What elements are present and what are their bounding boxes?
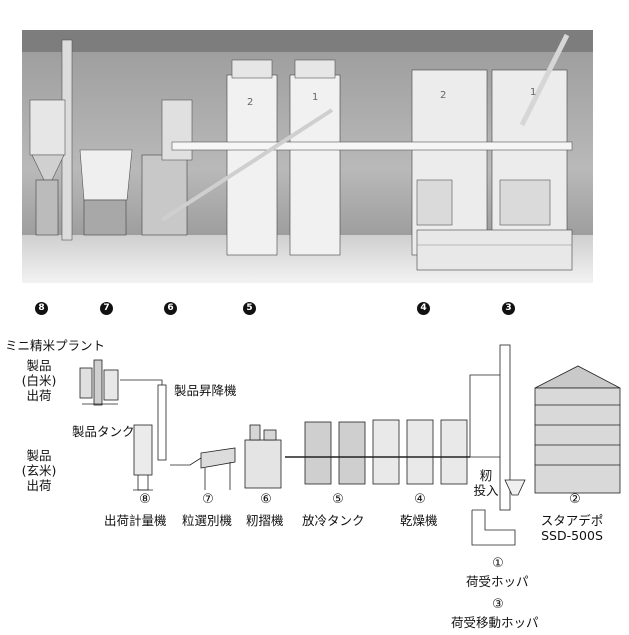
diagram-receiving-hopper xyxy=(471,509,516,546)
photo-marker-6: 6 xyxy=(164,302,177,315)
num-6: ⑥ xyxy=(260,492,272,507)
label-product-white-l3: 出荷 xyxy=(26,388,52,403)
num-1: ① xyxy=(492,556,504,571)
label-product-tank: 製品タンク xyxy=(72,424,135,439)
num-4: ④ xyxy=(414,492,426,507)
photo-marker-8: 8 xyxy=(35,302,48,315)
photo-unit-number: 2 xyxy=(247,97,253,108)
photo-marker-7: 7 xyxy=(100,302,113,315)
plant-photo: 2 1 2 1 xyxy=(22,30,593,283)
label-paddy-input-l1: 籾 xyxy=(479,468,493,483)
num-5: ⑤ xyxy=(332,492,344,507)
num-8: ⑧ xyxy=(139,492,151,507)
photo-dryers xyxy=(411,69,568,256)
num-2: ② xyxy=(569,492,581,507)
label-product-white: 製品 (白米) 出荷 xyxy=(19,358,59,403)
diagram-silo xyxy=(534,365,621,494)
diagram-husker xyxy=(244,424,282,489)
label-product-brown-l2: (玄米) xyxy=(21,463,57,478)
photo-marker-4: 4 xyxy=(417,302,430,315)
label-star-depot: スタアデポ SSD-500S xyxy=(537,513,607,543)
num-7: ⑦ xyxy=(202,492,214,507)
label-product-brown-l3: 出荷 xyxy=(26,478,52,493)
label-dryer: 乾燥機 xyxy=(400,513,438,528)
label-moving-hopper: 荷受移動ホッパ xyxy=(451,615,539,630)
photo-unit-number: 1 xyxy=(530,87,536,98)
label-grain-selector: 粒選別機 xyxy=(182,513,233,528)
num-3: ③ xyxy=(492,597,504,612)
photo-unit-number: 1 xyxy=(312,92,318,103)
label-product-brown: 製品 (玄米) 出荷 xyxy=(19,448,59,493)
photo-marker-5: 5 xyxy=(243,302,256,315)
label-receiving-hopper: 荷受ホッパ xyxy=(466,574,529,589)
diagram-title: ミニ精米プラント xyxy=(5,338,106,353)
label-star-depot-l1: スタアデポ xyxy=(540,513,604,528)
diagram-silo-elevator xyxy=(499,344,526,511)
label-star-depot-l2: SSD-500S xyxy=(541,528,603,543)
photo-marker-3: 3 xyxy=(502,302,515,315)
photo-conveyor xyxy=(160,33,573,222)
diagram-product-elevator xyxy=(120,379,167,461)
label-product-elevator: 製品昇降機 xyxy=(174,383,237,398)
diagram-mini-mill xyxy=(79,359,119,406)
diagram-shipping-scale xyxy=(133,424,153,491)
flow-diagram xyxy=(79,344,621,546)
label-product-white-l1: 製品 xyxy=(26,358,52,373)
label-product-white-l2: (白米) xyxy=(21,373,57,388)
photo-moving-hopper xyxy=(416,229,573,271)
label-husker: 籾摺機 xyxy=(246,513,284,528)
label-paddy-input-l2: 投入 xyxy=(473,483,499,498)
label-product-brown-l1: 製品 xyxy=(26,448,52,463)
label-cooling-tank: 放冷タンク xyxy=(302,513,365,528)
photo-cooling-tanks xyxy=(226,59,341,256)
photo-grain-selector xyxy=(79,149,133,236)
photo-unit-number: 2 xyxy=(440,90,446,101)
diagram-dryers xyxy=(372,419,468,485)
diagram-grain-selector xyxy=(170,447,236,490)
photo-elevator xyxy=(29,39,73,241)
label-shipping-scale: 出荷計量機 xyxy=(104,513,167,528)
label-paddy-input: 籾 投入 xyxy=(470,468,502,498)
diagram-cooling-tanks xyxy=(304,421,366,485)
